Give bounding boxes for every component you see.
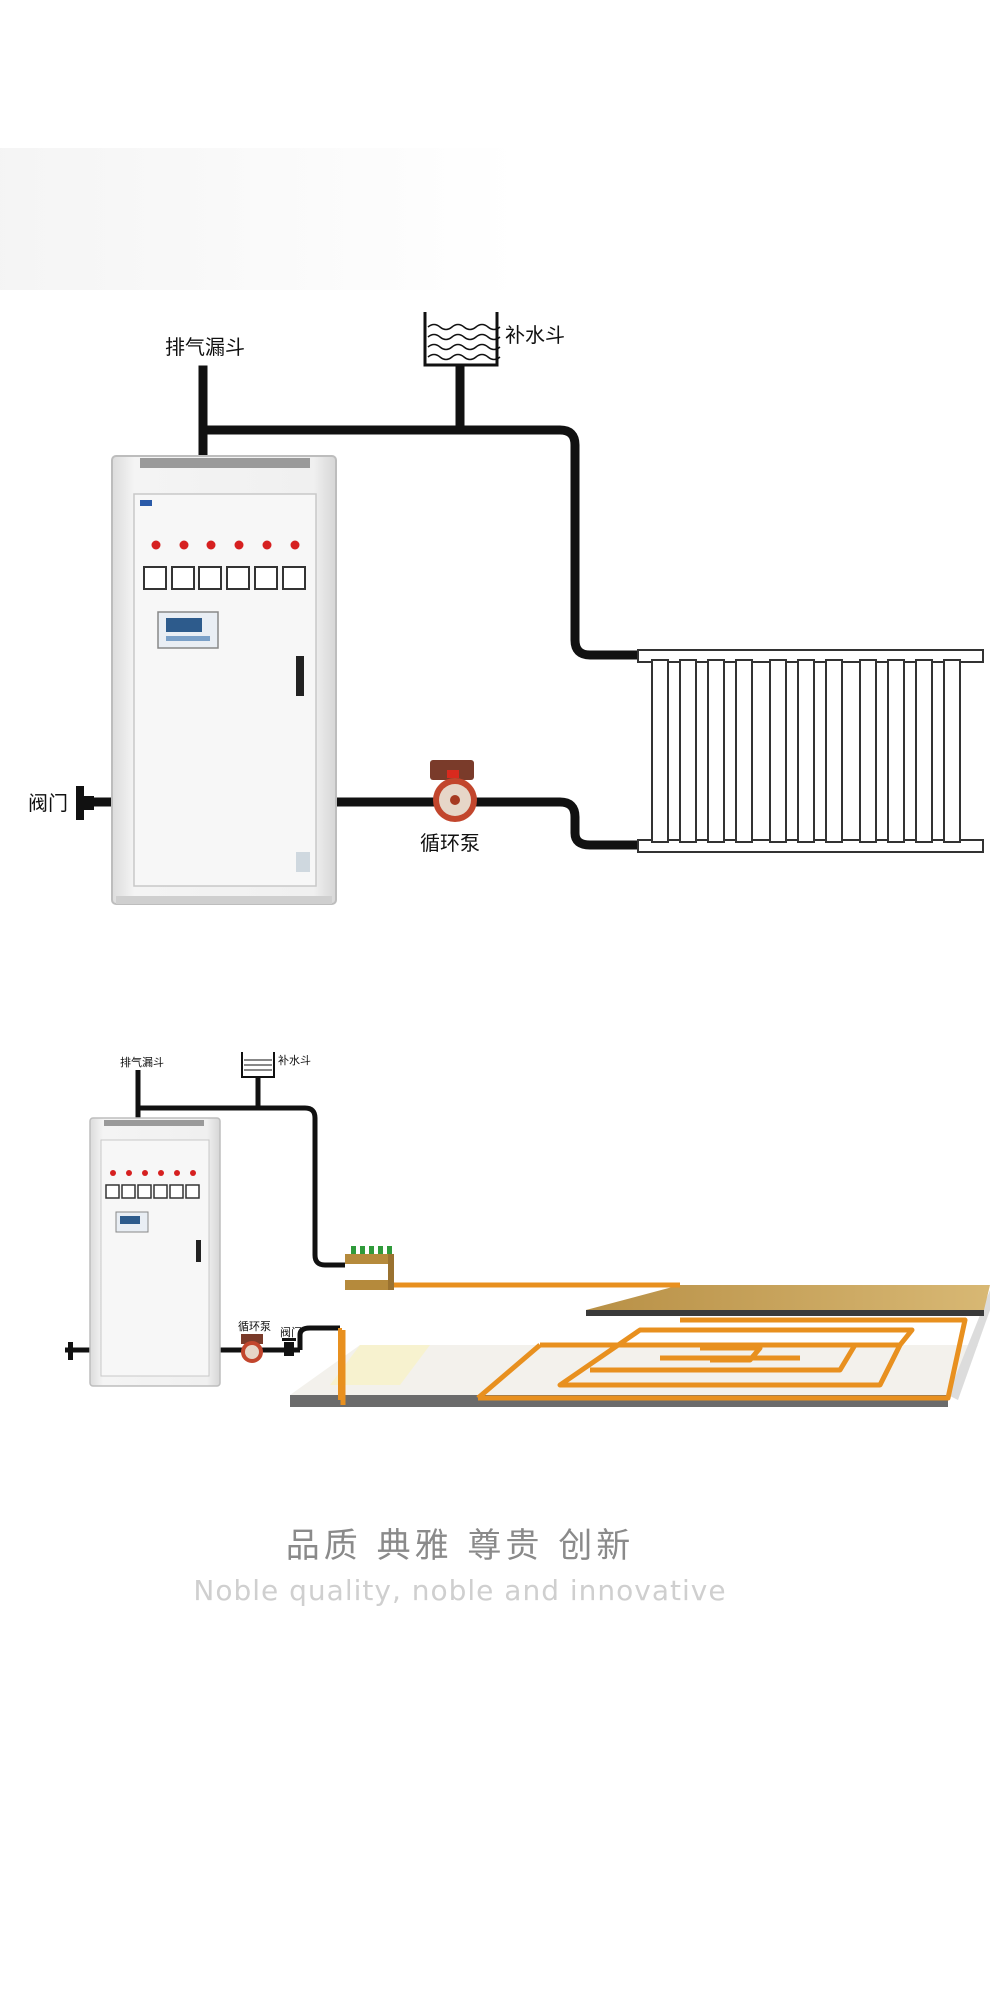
- drain-valve-icon-2: [68, 1342, 73, 1360]
- refill-funnel-icon: [423, 312, 501, 367]
- floor-board: [586, 1285, 990, 1316]
- pump-label: 循环泵: [420, 831, 480, 855]
- circulation-pump-icon-2: [241, 1334, 263, 1363]
- valve-label: 阀门: [28, 791, 68, 815]
- cabinet-door: [133, 493, 317, 887]
- door-handle: [296, 656, 304, 696]
- circulation-pump-icon: [430, 760, 477, 822]
- pump-label-2: 循环泵: [238, 1320, 271, 1333]
- inline-valve-icon: [282, 1338, 296, 1356]
- valve-label-2: 阀门: [280, 1325, 302, 1339]
- pipework: [77, 360, 645, 850]
- refill-funnel-label-2: 补水斗: [278, 1054, 311, 1067]
- water-manifold-icon: [345, 1246, 394, 1290]
- refill-funnel-label: 补水斗: [505, 323, 565, 347]
- spec-plate: [296, 852, 310, 872]
- refill-funnel-icon-2: [241, 1052, 275, 1078]
- brand-badge: [140, 500, 152, 506]
- radiator: [637, 649, 984, 853]
- cabinet-base: [116, 896, 332, 904]
- top-vent-grille: [140, 458, 310, 468]
- floor-heating-system-diagram: 排气漏斗 补水斗: [65, 1052, 990, 1407]
- radiator-system-diagram: 排气漏斗 补水斗: [28, 312, 984, 905]
- electric-boiler-cabinet: [111, 455, 337, 905]
- slogan-chinese: 品质 典雅 尊贵 创新: [285, 1526, 635, 1566]
- exhaust-funnel-label-2: 排气漏斗: [120, 1055, 164, 1069]
- drain-valve-icon: [76, 786, 94, 820]
- temperature-controller: [157, 611, 219, 649]
- top-fade-banner: [0, 148, 520, 290]
- floor-heating-coil: [340, 1282, 968, 1405]
- exhaust-funnel-label: 排气漏斗: [165, 335, 245, 359]
- electric-boiler-cabinet-2: [89, 1117, 221, 1387]
- ammeter-gauges: [143, 566, 306, 590]
- indicator-lights: [151, 540, 300, 550]
- slogan-english: Noble quality, noble and innovative: [193, 1574, 727, 1607]
